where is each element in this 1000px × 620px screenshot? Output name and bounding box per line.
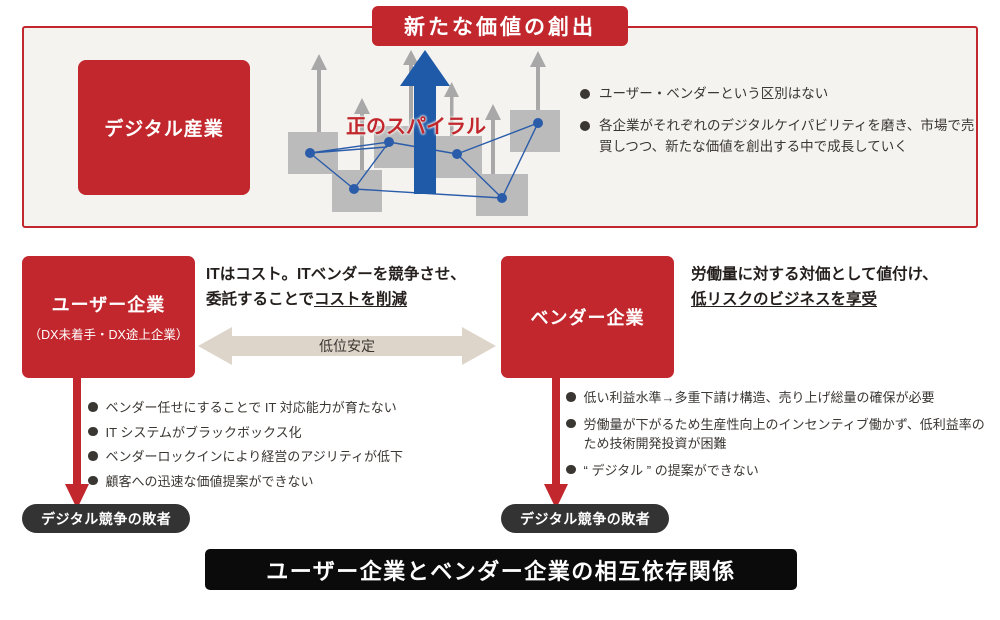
vendor-outcome-down-arrow	[544, 376, 568, 509]
user-company-subtitle: （DX未着手・DX途上企業）	[28, 328, 189, 342]
bullet-dot-icon	[566, 392, 576, 402]
vendor-loser-badge-label: デジタル競争の敗者	[520, 510, 651, 527]
bullet-dot-icon	[88, 451, 98, 461]
user-headline-line2-plain: 委託することで	[206, 291, 315, 309]
list-item: ユーザー・ベンダーという区別はない	[580, 84, 980, 105]
low-level-stability-arrow: 低位安定	[198, 325, 496, 367]
bullet-dot-icon	[580, 120, 590, 131]
double-headed-arrow-icon	[198, 327, 496, 365]
growth-arrows	[311, 50, 546, 180]
bullet-text: “ デジタル ” の提案ができない	[583, 462, 759, 478]
user-headline-line1: ITはコスト。ITベンダーを競争させ、	[206, 266, 466, 283]
user-company-bullet-list: ベンダー任せにすることで IT 対応能力が育たない IT システムがブラックボッ…	[88, 398, 488, 496]
user-outcome-down-arrow	[65, 376, 89, 509]
list-item: “ デジタル ” の提案ができない	[566, 461, 986, 481]
user-company-name: ユーザー企業	[51, 295, 166, 315]
network-nodes	[305, 118, 543, 203]
list-item: ベンダーロックインにより経営のアジリティが低下	[88, 447, 488, 467]
user-headline-line2-underlined: コストを削減	[314, 291, 408, 309]
vendor-company-name: ベンダー企業	[530, 308, 645, 328]
positive-spiral-label: 正のスパイラル	[346, 116, 486, 138]
bullet-dot-icon	[88, 475, 98, 485]
new-value-creation-panel: デジタル産業	[22, 26, 978, 228]
digital-industry-label: デジタル産業	[104, 119, 224, 140]
list-item: 低い利益水準→多重下請け構造、売り上げ総量の確保が必要	[566, 388, 986, 408]
bullet-dot-icon	[88, 402, 98, 412]
user-company-headline: ITはコスト。ITベンダーを競争させ、 委託することでコストを削減	[206, 262, 496, 312]
bullet-text: ユーザー・ベンダーという区別はない	[599, 86, 829, 101]
page-title: 新たな価値の創出	[404, 16, 596, 39]
vendor-headline-line2-underlined: 低リスクのビジネスを享受	[691, 291, 878, 309]
list-item: ベンダー任せにすることで IT 対応能力が育たない	[88, 398, 488, 418]
list-item: 顧客への迅速な価値提案ができない	[88, 472, 488, 492]
bullet-dot-icon	[566, 418, 576, 428]
stability-label-wrap: 低位安定	[198, 325, 496, 367]
vendor-company-headline: 労働量に対する対価として値付け、 低リスクのビジネスを享受	[691, 262, 991, 312]
vendor-company-box: ベンダー企業	[501, 256, 674, 378]
list-item: 労働量が下がるため生産性向上のインセンティブ働かず、低利益率のため技術開発投資が…	[566, 415, 986, 454]
bullet-text: 低い利益水準→多重下請け構造、売り上げ総量の確保が必要	[583, 390, 935, 405]
bullet-dot-icon	[580, 89, 590, 99]
vendor-company-bullet-list: 低い利益水準→多重下請け構造、売り上げ総量の確保が必要 労働量が下がるため生産性…	[566, 388, 986, 487]
company-network-graphic	[288, 50, 560, 216]
positive-spiral-arrow	[400, 50, 450, 194]
bullet-text: IT システムがブラックボックス化	[105, 424, 302, 440]
page-title-banner: 新たな価値の創出	[372, 6, 628, 46]
bottom-caption-banner: ユーザー企業とベンダー企業の相互依存関係	[205, 549, 797, 590]
bottom-caption-text: ユーザー企業とベンダー企業の相互依存関係	[266, 558, 736, 584]
vendor-headline-line1: 労働量に対する対価として値付け、	[691, 266, 938, 283]
user-company-box: ユーザー企業 （DX未着手・DX途上企業）	[22, 256, 195, 378]
list-item: 各企業がそれぞれのデジタルケイパビリティを磨き、市場で売買しつつ、新たな価値を創…	[580, 116, 980, 158]
list-item: IT システムがブラックボックス化	[88, 423, 488, 443]
digital-industry-box: デジタル産業	[78, 60, 250, 195]
stability-label: 低位安定	[319, 338, 375, 354]
top-panel-bullet-list: ユーザー・ベンダーという区別はない 各企業がそれぞれのデジタルケイパビリティを磨…	[580, 84, 980, 169]
bullet-text: 労働量が下がるため生産性向上のインセンティブ働かず、低利益率のため技術開発投資が…	[583, 416, 985, 452]
bullet-text: ベンダー任せにすることで IT 対応能力が育たない	[105, 400, 397, 415]
vendor-loser-badge: デジタル競争の敗者	[501, 504, 670, 533]
bullet-text: 各企業がそれぞれのデジタルケイパビリティを磨き、市場で売買しつつ、新たな価値を創…	[599, 117, 975, 154]
bullet-text: ベンダーロックインにより経営のアジリティが低下	[105, 449, 403, 464]
user-loser-badge: デジタル競争の敗者	[22, 504, 191, 533]
bullet-dot-icon	[566, 464, 576, 474]
bullet-text: 顧客への迅速な価値提案ができない	[105, 473, 314, 489]
user-loser-badge-label: デジタル競争の敗者	[41, 510, 172, 527]
bullet-dot-icon	[88, 426, 98, 436]
